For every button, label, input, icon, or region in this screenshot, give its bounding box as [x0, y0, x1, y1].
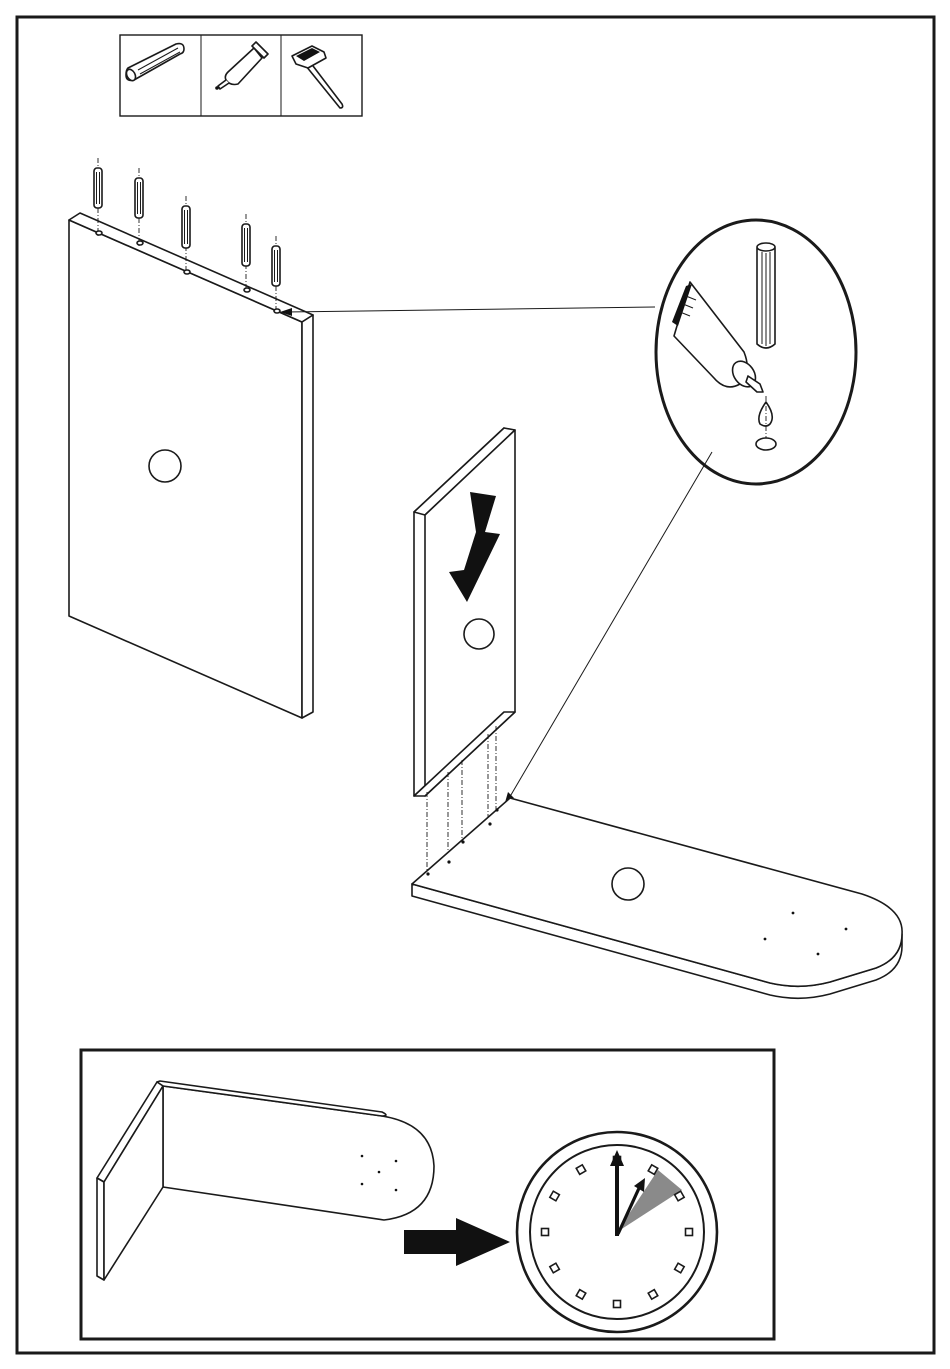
part-label-circle [612, 868, 644, 900]
clock-hour-marker [686, 1229, 693, 1236]
part-label-circle [464, 619, 494, 649]
detail-leader-line-top [286, 307, 655, 312]
drying-inset [81, 1050, 774, 1339]
divider-panel [414, 428, 515, 796]
clock-hour-marker [614, 1301, 621, 1308]
clock-hour-marker [542, 1229, 549, 1236]
part-label-circle [149, 450, 181, 482]
detail-leader-line-bottom [508, 452, 712, 800]
tool-icon-strip [120, 35, 362, 116]
glue-detail-magnifier [656, 220, 856, 484]
clock-icon [517, 1132, 717, 1332]
base-panel [412, 798, 902, 998]
